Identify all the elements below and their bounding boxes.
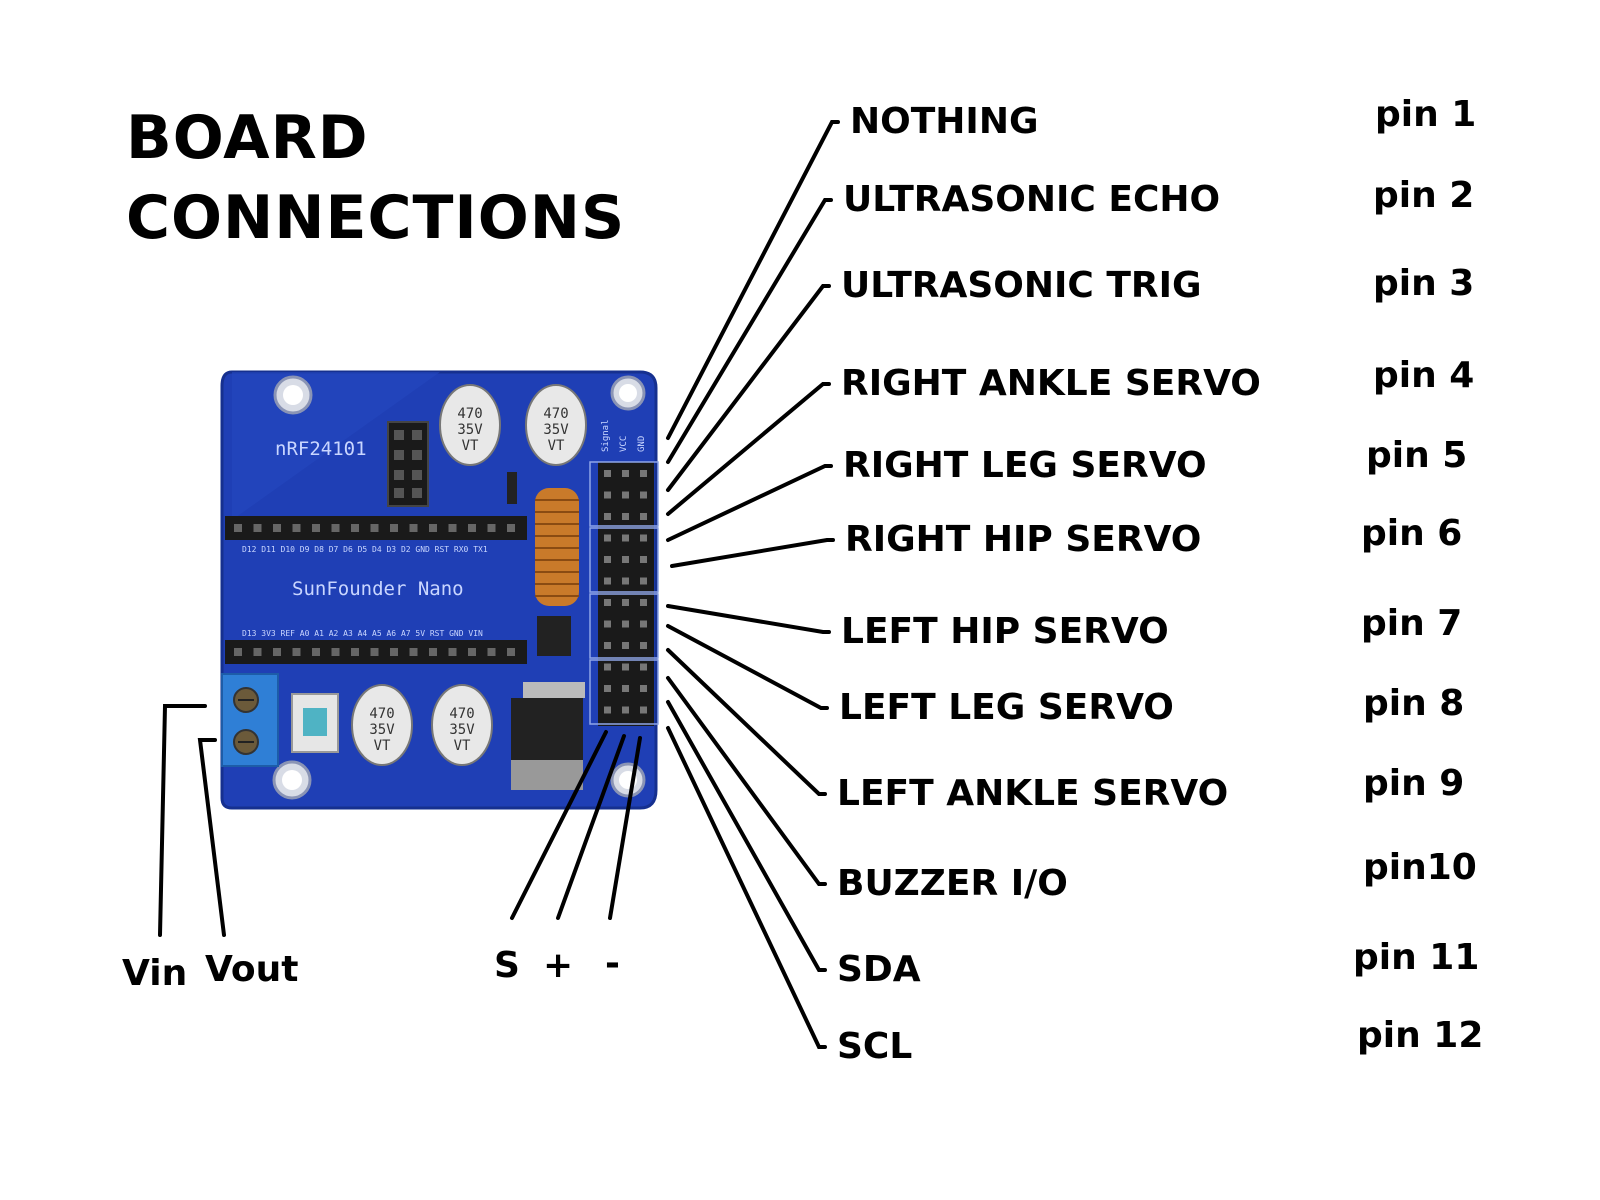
nano-header-bottom	[225, 640, 527, 664]
vout-label: Vout	[205, 949, 299, 990]
svg-text:D12 D11 D10 D9 D8 D7 D6 D5 D4: D12 D11 D10 D9 D8 D7 D6 D5 D4 D3 D2 GND …	[242, 545, 488, 554]
header-legend-leaders	[510, 730, 642, 920]
nrf-socket	[387, 421, 429, 507]
silk-module-label: nRF24101	[275, 438, 367, 460]
servo-header-column-labels: Signal VCC GND	[601, 419, 647, 452]
connection-label-2: ULTRASONIC ECHO	[843, 179, 1221, 220]
leader-line-6	[670, 538, 835, 568]
screw-terminal	[221, 673, 279, 767]
pin-number-11: pin 11	[1353, 937, 1480, 978]
leader-line-12	[666, 726, 827, 1049]
silk-brand-label: SunFounder Nano	[292, 578, 464, 600]
leader-line-10	[666, 676, 827, 886]
leader-line-4	[666, 382, 831, 516]
connection-label-3: ULTRASONIC TRIG	[841, 265, 1202, 306]
connection-label-11: SDA	[837, 949, 921, 990]
pin-number-3: pin 3	[1373, 263, 1475, 304]
nano-header-top	[225, 516, 527, 540]
leader-line-1	[666, 120, 840, 440]
signal-label: S	[494, 945, 520, 986]
svg-text:VCC: VCC	[619, 436, 629, 452]
connection-label-1: NOTHING	[850, 101, 1039, 142]
connection-label-4: RIGHT ANKLE SERVO	[841, 363, 1261, 404]
small-diode	[507, 472, 517, 504]
pin-number-5: pin 5	[1366, 435, 1468, 476]
leader-line-11	[666, 700, 827, 972]
leader-lines	[666, 120, 840, 1049]
pin-number-1: pin 1	[1375, 94, 1477, 135]
svg-text:D13 3V3 REF A0 A1 A2 A3 A4 A5: D13 3V3 REF A0 A1 A2 A3 A4 A5 A6 A7 5V R…	[242, 629, 483, 638]
leader-line-3	[666, 284, 831, 492]
voltage-regulator	[511, 682, 585, 790]
connection-label-6: RIGHT HIP SERVO	[845, 519, 1202, 560]
pin-number-4: pin 4	[1373, 355, 1475, 396]
pin-number-8: pin 8	[1363, 683, 1465, 724]
leader-line-8	[666, 624, 829, 710]
page-title: BOARD CONNECTIONS	[126, 98, 625, 258]
title-line-2: CONNECTIONS	[126, 183, 626, 253]
connection-label-7: LEFT HIP SERVO	[841, 611, 1169, 652]
pin-number-12: pin 12	[1357, 1015, 1484, 1056]
vin-label: Vin	[122, 953, 188, 994]
leader-line-5	[666, 464, 833, 542]
svg-text:Signal: Signal	[601, 419, 611, 452]
leader-line-7	[666, 604, 831, 634]
servo-header-block	[589, 461, 659, 726]
svg-text:GND: GND	[637, 436, 647, 452]
diode	[537, 616, 571, 656]
pin-number-7: pin 7	[1361, 603, 1463, 644]
minus-label: -	[605, 943, 620, 984]
connection-label-12: SCL	[837, 1026, 913, 1067]
connection-label-9: LEFT ANKLE SERVO	[837, 773, 1229, 814]
power-leader-lines	[158, 704, 226, 937]
plus-label: +	[543, 945, 574, 986]
pin-number-9: pin 9	[1363, 763, 1465, 804]
leader-line-2	[666, 198, 833, 464]
pin-number-6: pin 6	[1361, 513, 1463, 554]
title-line-1: BOARD	[126, 103, 369, 173]
connection-label-8: LEFT LEG SERVO	[839, 687, 1174, 728]
pin-number-2: pin 2	[1373, 175, 1475, 216]
connection-label-5: RIGHT LEG SERVO	[843, 445, 1207, 486]
inductor-coil	[535, 488, 579, 606]
connection-label-10: BUZZER I/O	[837, 863, 1068, 904]
power-switch	[291, 693, 339, 753]
leader-line-9	[666, 648, 827, 796]
pin-number-10: pin10	[1363, 847, 1477, 888]
